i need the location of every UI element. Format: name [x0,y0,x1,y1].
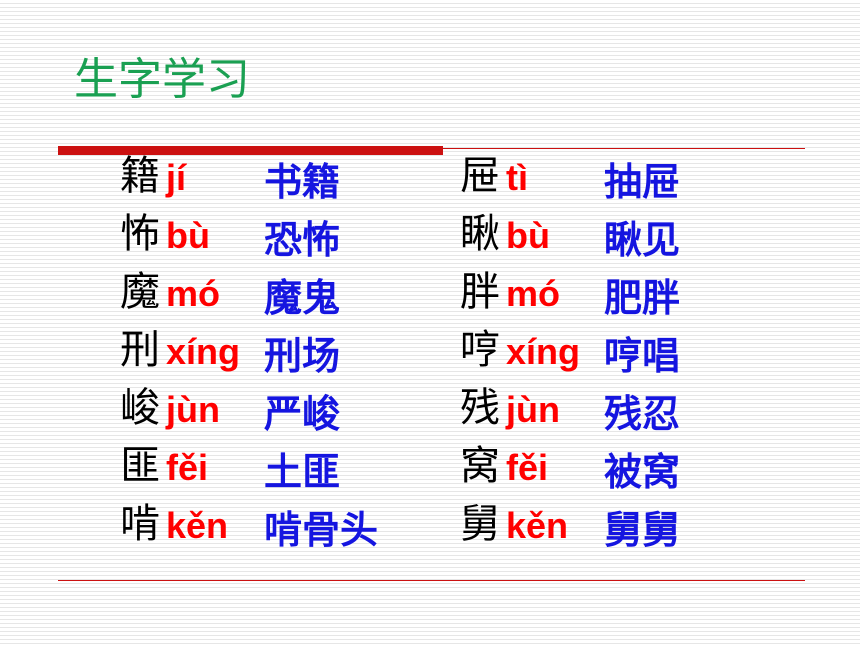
vocab-pinyin: tì [506,157,528,198]
vocab-word: 肥胖 [604,276,681,320]
vocab-char: 啃 [120,501,160,547]
vocab-pinyin: kěn [506,505,569,546]
vocab-char: 瞅 [460,211,500,257]
vocab-word: 舅舅 [604,508,681,552]
vocab-char: 胖 [460,269,500,315]
vocab-word: 抽屉 [604,160,681,204]
vocab-pinyin: jùn [166,389,220,430]
vocab-pinyin: mó [506,273,560,314]
bottom-divider [58,580,805,581]
vocab-pinyin: jùn [506,389,560,430]
vocab-word: 严峻 [264,392,341,436]
vocab-pinyin: fěi [166,447,209,488]
vocab-char: 峻 [120,385,160,431]
vocab-pinyin: xíng [506,331,581,372]
vocab-word: 啃骨头 [264,508,379,552]
vocab-word: 恐怖 [264,218,341,262]
top-divider-thick [58,146,443,155]
vocab-pinyin: xíng [166,331,241,372]
vocab-word: 哼唱 [604,334,681,378]
vocab-char: 籍 [120,153,160,199]
vocab-char: 舅 [460,501,500,547]
top-divider-thin [443,148,805,149]
vocab-word: 书籍 [264,160,341,204]
vocab-word: 瞅见 [604,218,681,262]
slide-title: 生字学习 [74,54,250,105]
vocab-char: 屉 [460,153,500,199]
vocab-pinyin: fěi [506,447,549,488]
vocab-word: 刑场 [264,334,341,378]
vocab-word: 土匪 [264,450,341,494]
vocab-char: 匪 [120,443,160,489]
vocab-word: 魔鬼 [264,276,341,320]
vocab-char: 刑 [120,327,160,373]
vocab-char: 哼 [460,327,500,373]
vocab-char: 魔 [120,269,160,315]
vocab-pinyin: bù [506,215,550,256]
vocab-pinyin: jí [166,157,187,198]
vocab-word: 被窝 [604,450,681,494]
vocab-pinyin: kěn [166,505,229,546]
vocab-word: 残忍 [604,392,681,436]
vocab-pinyin: mó [166,273,220,314]
vocab-char: 窝 [460,443,500,489]
vocab-char: 残 [460,385,500,431]
vocab-char: 怖 [120,211,160,257]
vocab-pinyin: bù [166,215,210,256]
